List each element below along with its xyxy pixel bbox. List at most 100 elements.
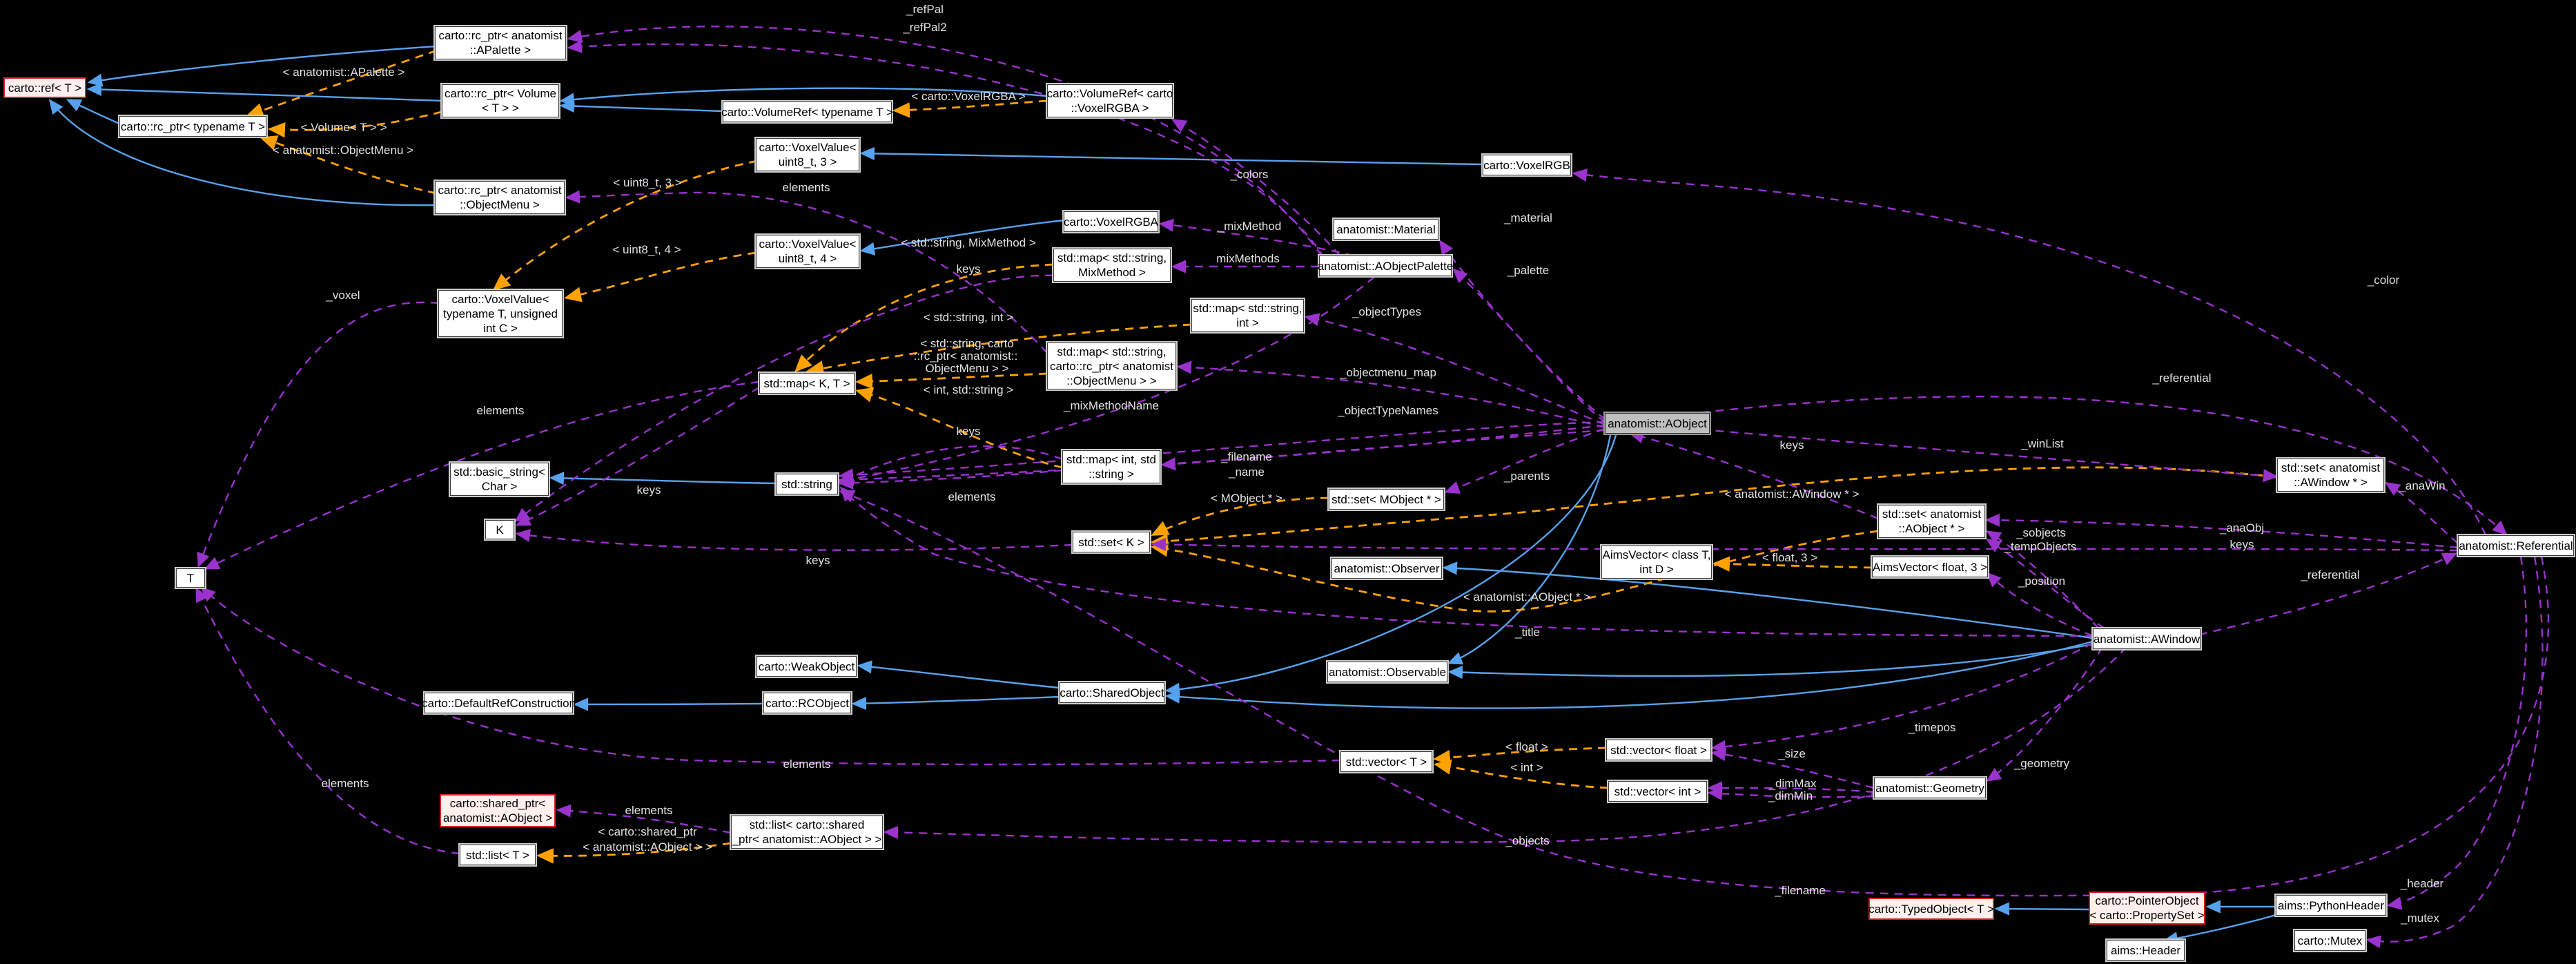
edge-purple <box>1151 537 2459 552</box>
edge-label: _refPal2 <box>903 21 947 34</box>
node-defaultrefconstruction[interactable]: carto::DefaultRefConstruction <box>422 693 576 713</box>
node-rcptr-volume[interactable]: carto::rc_ptr< Volume< T > > <box>442 84 559 117</box>
node-label-line: std::vector< T > <box>1345 755 1427 769</box>
node-label-line: std::vector< int > <box>1614 784 1701 798</box>
node-aimsvector-f3[interactable]: AimsVector< float, 3 > <box>1872 557 1988 577</box>
node-aobject[interactable]: anatomist::AObject <box>1605 413 1710 434</box>
node-vector-t[interactable]: std::vector< T > <box>1340 751 1432 772</box>
edge-blue <box>86 82 442 102</box>
node-map-string-objectmenu[interactable]: std::map< std::string,carto::rc_ptr< ana… <box>1047 343 1176 389</box>
edge-orange <box>892 99 1048 118</box>
node-vector-int[interactable]: std::vector< int > <box>1608 781 1707 802</box>
edge-purple <box>556 804 732 834</box>
node-ref-t[interactable]: carto::ref< T > <box>3 77 86 98</box>
node-mutex[interactable]: carto::Mutex <box>2294 930 2365 951</box>
edge-purple <box>567 26 1323 257</box>
node-map-int-string[interactable]: std::map< int, std::string > <box>1062 450 1160 483</box>
node-typedobject[interactable]: carto::TypedObject< T > <box>1868 898 1994 920</box>
edge-label: < carto::VoxelRGBA > <box>911 90 1026 103</box>
edge-label: < anatomist::APalette > <box>282 66 405 79</box>
node-observable[interactable]: anatomist::Observable <box>1327 662 1447 682</box>
node-pointerobject[interactable]: carto::PointerObject< carto::PropertySet… <box>2089 891 2205 925</box>
node-t[interactable]: T <box>176 568 205 588</box>
node-label-line: AimsVector< class T, <box>1602 548 1711 561</box>
node-map-k-t[interactable]: std::map< K, T > <box>759 373 855 394</box>
node-label-line: std::map< std::string, <box>1193 302 1302 315</box>
node-label-line: ::ObjectMenu > <box>460 198 540 211</box>
node-geometry[interactable]: anatomist::Geometry <box>1874 778 1986 798</box>
node-label-line: K <box>496 523 504 537</box>
node-observer[interactable]: anatomist::Observer <box>1331 558 1442 579</box>
node-rcptr-typename[interactable]: carto::rc_ptr< typename T > <box>119 116 266 137</box>
node-set-k[interactable]: std::set< K > <box>1073 532 1150 552</box>
node-sharedobject[interactable]: carto::SharedObject <box>1060 682 1164 703</box>
node-map-string-mixmethod[interactable]: std::map< std::string,MixMethod > <box>1053 249 1171 282</box>
node-label-line: ::ObjectMenu > > <box>1066 374 1157 387</box>
node-std-string[interactable]: std::string <box>776 474 838 494</box>
edge-label: < std::string, carto <box>920 337 1014 350</box>
edge-purple <box>515 386 760 526</box>
node-label-line: carto::rc_ptr< anatomist <box>438 29 563 42</box>
node-volumeref-t[interactable]: carto::VolumeRef< typename T > <box>721 102 893 122</box>
edge-label: < std::string, MixMethod > <box>901 236 1036 249</box>
node-list-t[interactable]: std::list< T > <box>460 845 536 865</box>
node-voxelvalue4[interactable]: carto::VoxelValue<uint8_t, 4 > <box>756 235 859 268</box>
node-list-shared-ptr[interactable]: std::list< carto::shared_ptr< anatomist:… <box>731 816 883 849</box>
node-aimsvector-td[interactable]: AimsVector< class T,int D > <box>1601 546 1712 579</box>
node-rcobject[interactable]: carto::RCObject <box>763 693 851 713</box>
node-aobjectpalette[interactable]: anatomist::AObjectPalette <box>1317 256 1454 276</box>
node-k[interactable]: K <box>485 520 514 539</box>
node-label-line: anatomist::AObject <box>1608 416 1707 430</box>
node-label-line: carto::rc_ptr< Volume <box>444 87 557 100</box>
node-voxelvalue3[interactable]: carto::VoxelValue<uint8_t, 3 > <box>756 138 859 171</box>
node-voxelrgb[interactable]: carto::VoxelRGB <box>1483 155 1571 175</box>
node-referential[interactable]: anatomist::Referential <box>2458 535 2574 556</box>
node-set-awindow[interactable]: std::set< anatomist::AWindow * > <box>2277 459 2384 492</box>
node-set-aobject[interactable]: std::set< anatomist::AObject * > <box>1878 505 1985 538</box>
node-awindow[interactable]: anatomist::AWindow <box>2093 628 2201 649</box>
node-label-line: anatomist::AObjectPalette <box>1317 259 1454 273</box>
node-label-line: carto::VoxelRGB <box>1483 158 1570 172</box>
node-weakobject[interactable]: carto::WeakObject <box>757 656 857 677</box>
edge-orange <box>794 263 1054 372</box>
node-basic-string[interactable]: std::basic_string<Char > <box>450 463 549 496</box>
node-label-line: carto::VolumeRef< typename T > <box>721 105 893 119</box>
node-shared-ptr-aobject[interactable]: carto::shared_ptr<anatomist::AObject > <box>440 794 556 827</box>
edge-label: _referential <box>2152 372 2212 385</box>
node-material[interactable]: anatomist::Material <box>1334 219 1438 240</box>
node-label-line: aims::Header <box>2110 943 2181 957</box>
node-label-line: uint8_t, 4 > <box>778 252 837 265</box>
edge-orange <box>563 251 757 302</box>
edge-purple <box>1643 423 2279 483</box>
edge-label: _filename <box>1775 884 1826 897</box>
node-header[interactable]: aims::Header <box>2107 940 2185 961</box>
edge-blue <box>1164 640 2094 709</box>
edge-purple <box>1628 430 1879 520</box>
edge-purple <box>839 490 2550 897</box>
node-label-line: anatomist::Observer <box>1334 561 1440 575</box>
edge-label: keys <box>2229 538 2254 551</box>
node-map-string-int[interactable]: std::map< std::string,int > <box>1191 299 1304 332</box>
edge-purple <box>838 276 1375 486</box>
edge-label: _name <box>1229 465 1265 479</box>
node-label-line: std::vector< float > <box>1610 743 1707 757</box>
node-label-line: uint8_t, 3 > <box>778 155 837 168</box>
node-set-mobject[interactable]: std::set< MObject * > <box>1329 489 1444 510</box>
node-rcptr-apalette[interactable]: carto::rc_ptr< anatomist::APalette > <box>435 26 566 59</box>
node-voxelrgba[interactable]: carto::VoxelRGBA <box>1064 211 1158 232</box>
node-label-line: Char > <box>481 480 518 493</box>
edge-label: elements <box>321 777 369 790</box>
node-volumeref-rgba[interactable]: carto::VolumeRef< carto::VoxelRGBA > <box>1047 84 1173 117</box>
node-rcptr-objectmenu[interactable]: carto::rc_ptr< anatomist::ObjectMenu > <box>435 181 565 214</box>
node-pythonheader[interactable]: aims::PythonHeader <box>2276 895 2386 916</box>
edge-purple <box>838 424 1606 486</box>
edge-blue <box>66 99 121 126</box>
node-label-line: anatomist::AWindow <box>2093 632 2201 646</box>
edge-label: _refPal <box>906 3 944 16</box>
edge-purple <box>197 301 440 568</box>
edge-label: < int, std::string > <box>923 383 1014 396</box>
node-vector-float[interactable]: std::vector< float > <box>1606 740 1711 760</box>
node-label-line: anatomist::Material <box>1336 222 1436 236</box>
